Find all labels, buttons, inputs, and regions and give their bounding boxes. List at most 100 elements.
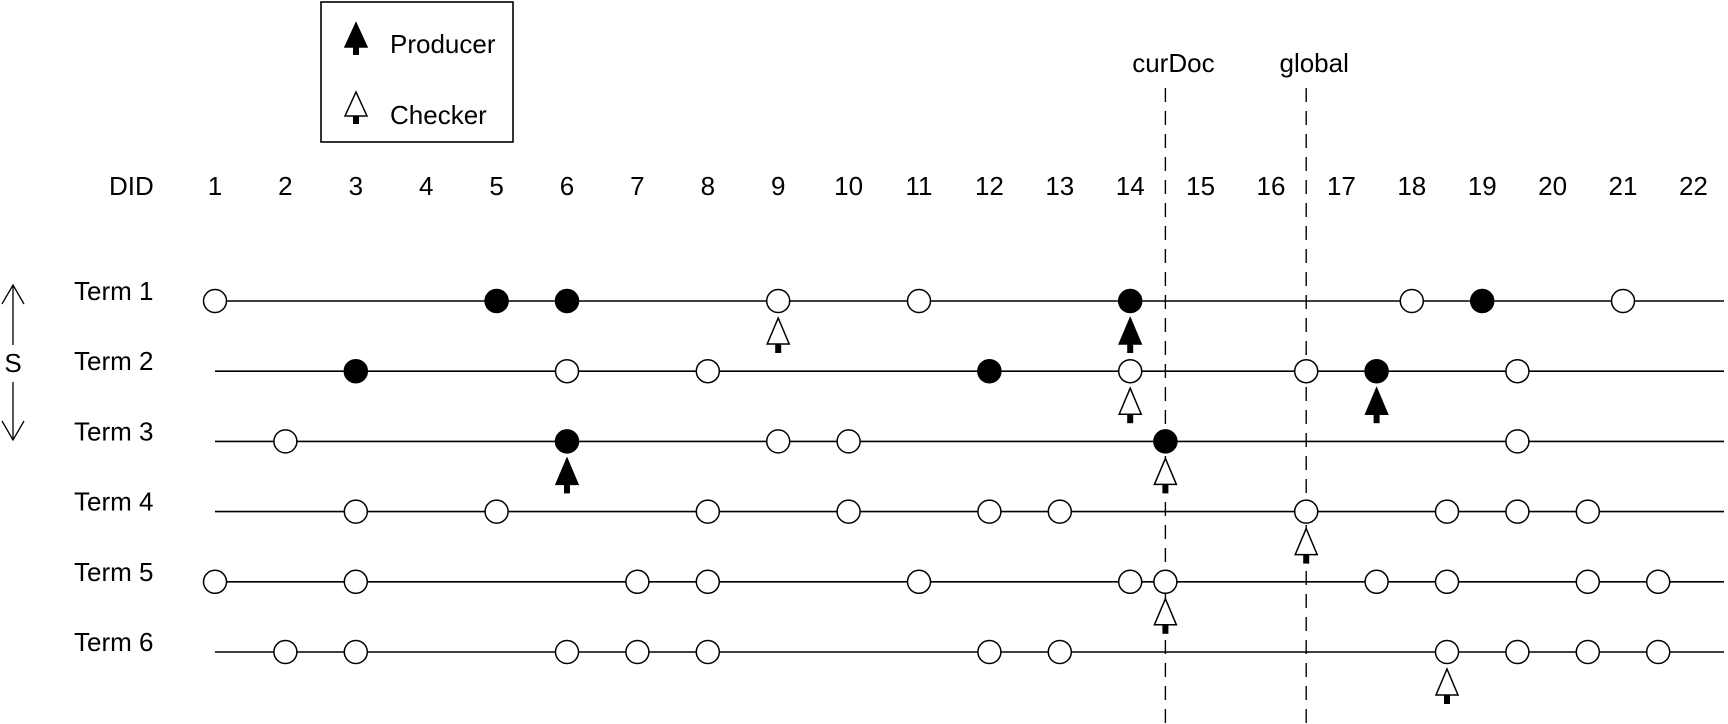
posting-open [1575, 499, 1601, 524]
axis-tick-label: 19 [1468, 171, 1497, 201]
axis-tick-label: 16 [1257, 171, 1286, 201]
posting-open [1505, 429, 1530, 454]
posting-open [1117, 358, 1143, 384]
curdoc-label: curDoc [1132, 48, 1214, 78]
axis-tick-label: 6 [560, 171, 574, 201]
term-label: Term 3 [74, 416, 153, 446]
axis-tick-label: 2 [278, 171, 292, 201]
axis-tick-label: 1 [208, 171, 222, 201]
checker-pointer [1294, 526, 1319, 564]
term-row: Term 1 [74, 276, 1724, 314]
posting-open [1293, 358, 1319, 384]
posting-open [1293, 499, 1319, 524]
posting-open [906, 569, 932, 595]
term-label: Term 6 [74, 627, 153, 657]
checker-pointer [1118, 386, 1143, 424]
posting-filled [1364, 358, 1389, 384]
axis-tick-label: 3 [349, 171, 363, 201]
posting-open [1434, 499, 1460, 524]
posting-open [625, 569, 650, 595]
posting-open [484, 499, 509, 524]
posting-filled [977, 358, 1002, 384]
checker-pointer [1153, 456, 1178, 494]
posting-open [273, 639, 298, 665]
axis-tick-label: 15 [1186, 171, 1215, 201]
posting-open [625, 639, 650, 665]
producer-pointer [554, 456, 580, 494]
term-label: Term 5 [74, 557, 153, 587]
checker-pointer [1434, 667, 1460, 704]
axis-tick-label: 7 [630, 171, 644, 201]
axis-tick-label: 8 [701, 171, 715, 201]
posting-open [1364, 569, 1389, 595]
posting-filled [554, 429, 580, 454]
axis-tick-label: 11 [906, 171, 933, 201]
posting-open [1575, 639, 1601, 665]
producer-legend-label: Producer [390, 29, 496, 59]
axis-tick-label: 5 [489, 171, 503, 201]
posting-filled [1469, 288, 1495, 314]
posting-open [1645, 569, 1671, 595]
posting-open [1505, 639, 1530, 665]
checker-legend-label: Checker [390, 100, 487, 130]
posting-open [695, 358, 721, 384]
term-row: Term 6 [74, 627, 1724, 665]
term-label: Term 4 [74, 487, 153, 517]
posting-open [1117, 569, 1143, 595]
axis-tick-label: 20 [1538, 171, 1567, 201]
axis-tick-label: 13 [1045, 171, 1074, 201]
term-label: Term 2 [74, 346, 153, 376]
pointers [554, 316, 1460, 704]
axis-tick-label: 21 [1609, 171, 1638, 201]
posting-open [1505, 499, 1530, 524]
checker-legend-icon [343, 90, 369, 124]
posting-lists: Term 1 Term 2 Term 3 Term 4 Term 5 Term 6 [74, 276, 1724, 704]
axis-tick-label: 12 [975, 171, 1004, 201]
posting-open [695, 569, 721, 595]
posting-open [273, 429, 298, 454]
posting-open [977, 499, 1002, 524]
axis-tick-label: 4 [419, 171, 433, 201]
posting-open [1047, 639, 1073, 665]
posting-filled [1153, 429, 1178, 454]
axis-label: DID [109, 171, 154, 201]
posting-open [202, 288, 228, 314]
posting-open [554, 358, 580, 384]
producer-legend-icon [343, 21, 369, 55]
posting-open [836, 429, 861, 454]
posting-open [1505, 358, 1530, 384]
term-row: Term 3 [74, 416, 1724, 454]
size-arrow [1, 283, 25, 442]
posting-filled [484, 288, 509, 314]
legend: Producer Checker [320, 1, 514, 143]
posting-open [343, 639, 369, 665]
term-label: Term 1 [74, 276, 153, 306]
posting-open [1434, 569, 1460, 595]
axis-tick-label: 10 [834, 171, 863, 201]
term-row: Term 4 [74, 487, 1724, 524]
posting-open [343, 569, 369, 595]
posting-open [695, 499, 721, 524]
posting-filled [1117, 288, 1143, 314]
term-row: Term 2 [74, 346, 1724, 384]
posting-open [1610, 288, 1636, 314]
posting-open [1645, 639, 1671, 665]
checker-pointer [1153, 596, 1178, 634]
producer-pointer [1364, 386, 1389, 424]
posting-open [1399, 288, 1425, 314]
posting-filled [343, 358, 369, 384]
axis-tick-label: 17 [1327, 171, 1356, 201]
posting-open [343, 499, 369, 524]
side-label: S [4, 348, 21, 378]
posting-open [1575, 569, 1601, 595]
posting-open [765, 429, 791, 454]
posting-open [1434, 639, 1460, 665]
posting-open [695, 639, 721, 665]
axis-tick-label: 14 [1116, 171, 1145, 201]
posting-open [836, 499, 861, 524]
global-label: global [1279, 48, 1348, 78]
axis-tick-label: 22 [1679, 171, 1708, 201]
posting-open [1153, 569, 1178, 595]
